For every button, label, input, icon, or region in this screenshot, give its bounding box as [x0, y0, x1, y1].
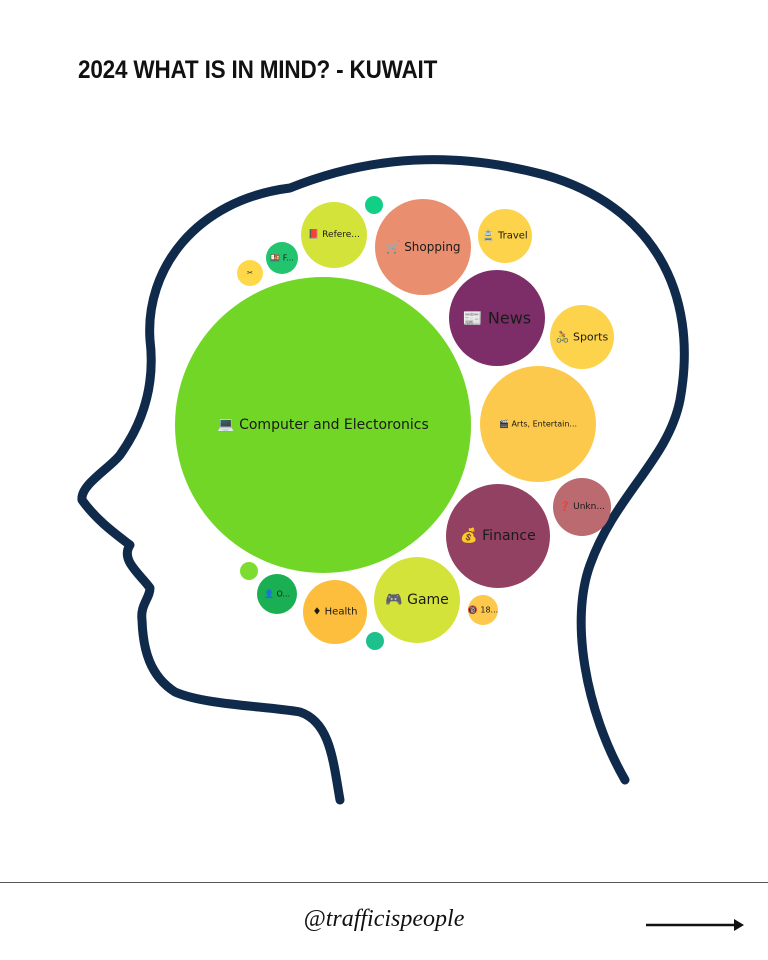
bubble[interactable]: 🚴 Sports: [550, 305, 614, 369]
bubble-circle: [374, 557, 460, 643]
bubble[interactable]: ♦ Health: [303, 580, 367, 644]
bubble-label: ♦ Health: [313, 607, 358, 618]
bubble-label: 🎬 Arts, Entertain...: [499, 419, 577, 429]
bubble-circle: [480, 366, 596, 482]
bubble-circle: [449, 270, 545, 366]
bubble[interactable]: 🔞 18...: [468, 595, 498, 625]
bubble[interactable]: 🎬 Arts, Entertain...: [480, 366, 596, 482]
bubble-circle: [266, 242, 298, 274]
bubble-label: 🚊 Travel: [482, 229, 527, 242]
bubble-circle: [240, 562, 258, 580]
bubble-circle: [366, 632, 384, 650]
bubble[interactable]: 📕 Refere...: [301, 202, 367, 268]
bubble-circle: [257, 574, 297, 614]
bubble[interactable]: ✂: [237, 260, 263, 286]
bubble-label: 💰 Finance: [460, 527, 535, 544]
bubble-label: 🍱 F...: [270, 254, 293, 263]
bubble-label: ❓ Unkn...: [559, 500, 605, 512]
bubble[interactable]: 🛒 Shopping: [375, 199, 471, 295]
bubble[interactable]: ❓ Unkn...: [553, 478, 611, 536]
bubble[interactable]: 🍱 F...: [266, 242, 298, 274]
bubble[interactable]: 🚊 Travel: [478, 209, 532, 263]
bubble-circle: [446, 484, 550, 588]
bubble[interactable]: 💰 Finance: [446, 484, 550, 588]
bubble-chart: 💻 Computer and Electoronics 🛒 Shopping 📰 N…: [77, 155, 689, 805]
bubble-circle: [303, 580, 367, 644]
bubble-circle: [365, 196, 383, 214]
page-title: 2024 WHAT IS IN MIND? - KUWAIT: [78, 56, 438, 84]
bubble[interactable]: [240, 562, 258, 580]
bubble-circle: [550, 305, 614, 369]
bubble[interactable]: [366, 632, 384, 650]
bubble-label: 🎮 Game: [385, 592, 449, 608]
head-outline: [77, 155, 689, 805]
bubble-label: 🔞 18...: [468, 605, 498, 615]
bubble[interactable]: 🎮 Game: [374, 557, 460, 643]
bubble-circle: [553, 478, 611, 536]
bubble-circle: [375, 199, 471, 295]
bubble-label: 🚴 Sports: [556, 331, 609, 344]
footer-divider: [0, 882, 768, 883]
bubble-label: 👤 O...: [264, 589, 290, 599]
bubble[interactable]: 💻 Computer and Electoronics: [175, 277, 471, 573]
bubble-circle: [478, 209, 532, 263]
bubble-circle: [468, 595, 498, 625]
next-arrow-icon[interactable]: [644, 915, 744, 935]
bubble[interactable]: [365, 196, 383, 214]
bubble-label: 📰 News: [463, 309, 531, 328]
bubble[interactable]: 📰 News: [449, 270, 545, 366]
bubble-circle: [301, 202, 367, 268]
bubble-label: ✂: [247, 269, 253, 277]
bubble[interactable]: 👤 O...: [257, 574, 297, 614]
bubble-label: 🛒 Shopping: [385, 240, 460, 254]
bubble-circle: [175, 277, 471, 573]
footer-handle: @trafficispeople: [303, 906, 465, 932]
bubble-circle: [237, 260, 263, 286]
bubble-label: 💻 Computer and Electoronics: [217, 417, 429, 433]
bubble-label: 📕 Refere...: [308, 229, 360, 240]
